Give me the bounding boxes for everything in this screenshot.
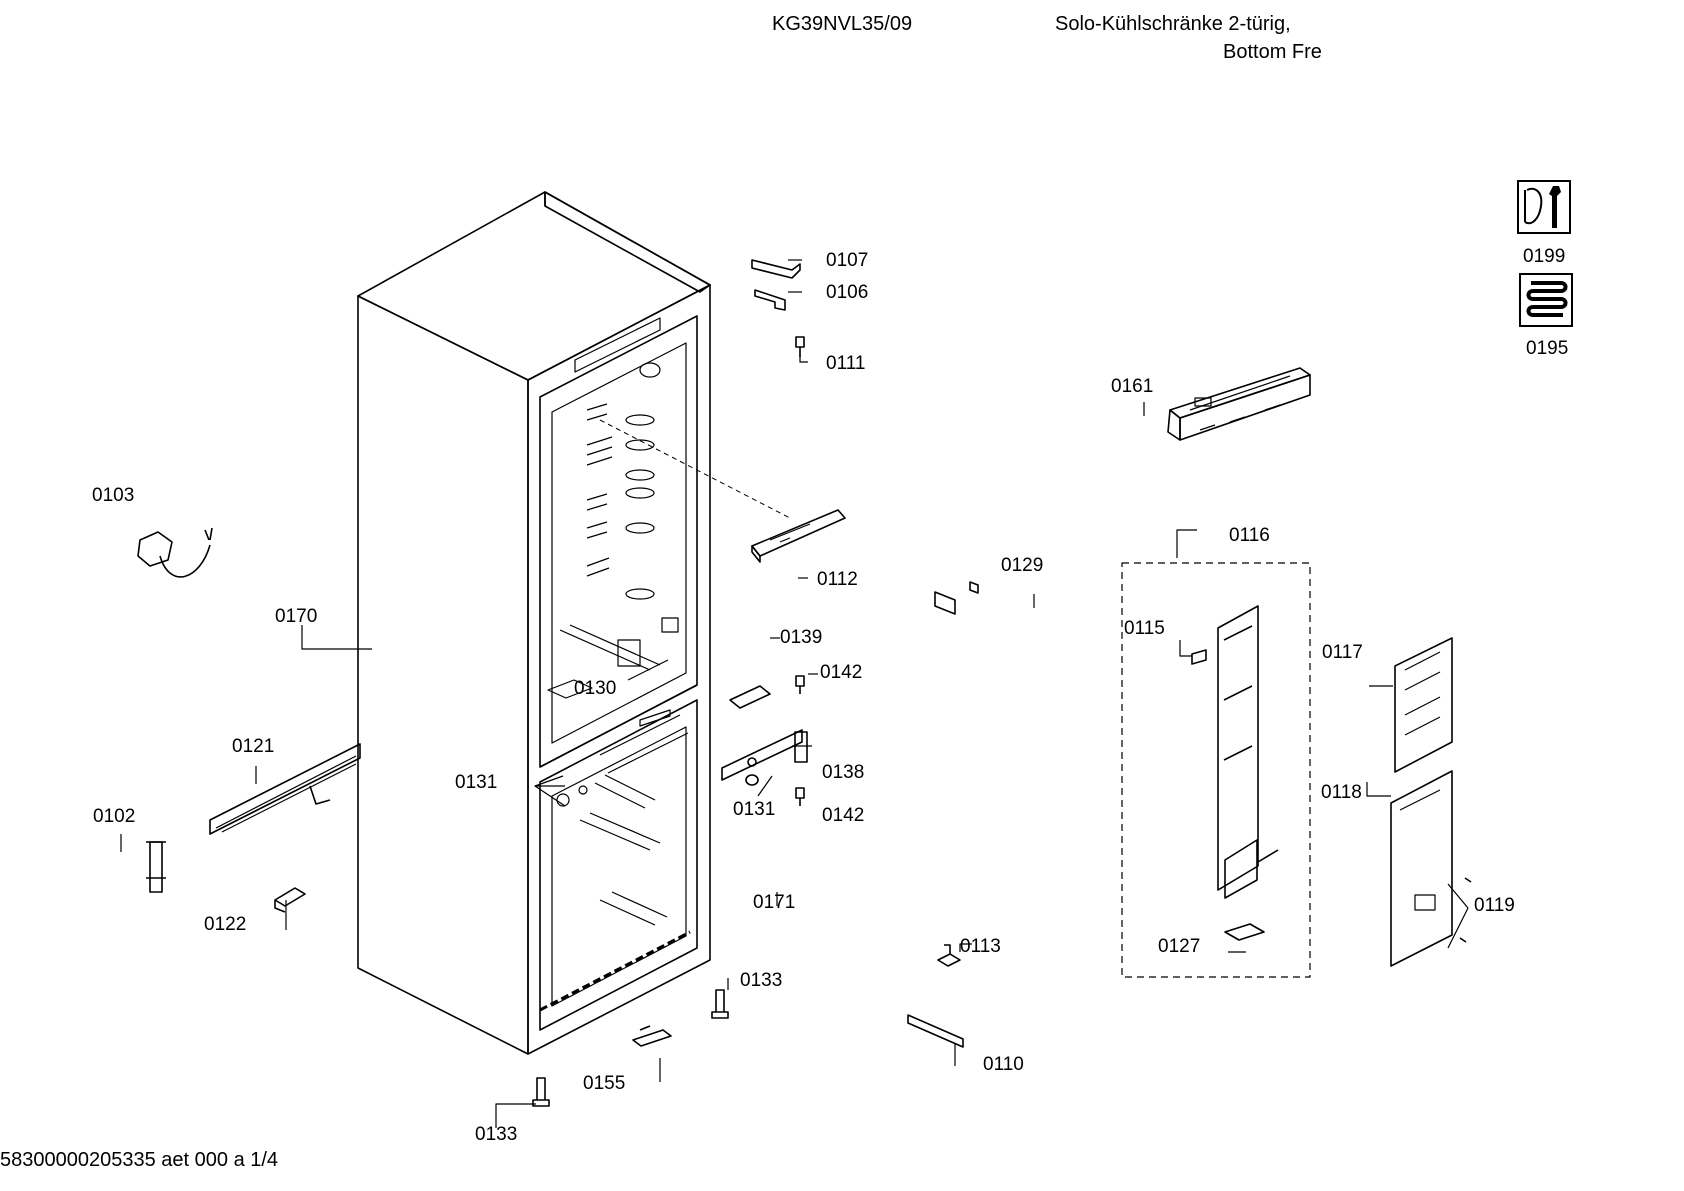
- part-0133-b: [532, 1077, 550, 1107]
- cooling-coil-icon: [1519, 273, 1573, 327]
- part-0106: [754, 289, 786, 311]
- part-0102: [146, 841, 166, 893]
- cabinet-0170: [357, 191, 711, 1055]
- callout-0121: 0121: [232, 736, 275, 757]
- callout-0115: 0115: [1124, 618, 1165, 639]
- part-0112: [751, 509, 846, 557]
- callout-0110: 0110: [983, 1054, 1024, 1075]
- part-0127: [1224, 923, 1265, 941]
- part-0138: [721, 729, 808, 781]
- part-0133-a: [711, 989, 729, 1019]
- part-0110: [907, 1014, 964, 1048]
- callout-0117: 0117: [1322, 642, 1363, 663]
- part-0122: [274, 887, 306, 913]
- callout-0111: 0111: [826, 353, 866, 374]
- description-line-1: Solo-Kühlschränke 2-türig,: [1055, 13, 1291, 35]
- callout-0118: 0118: [1321, 782, 1362, 803]
- callout-0127: 0127: [1158, 936, 1201, 957]
- part-0139: [729, 685, 771, 709]
- document-id: 58300000205335 aet 000 a 1/4: [0, 1149, 279, 1171]
- service-wrench-icon: [1517, 180, 1571, 234]
- part-0131-b: [745, 774, 759, 786]
- callout-0155: 0155: [583, 1073, 626, 1094]
- part-0142-b: [795, 787, 805, 806]
- callout-0131-left: 0131: [455, 772, 498, 793]
- callout-0107: 0107: [826, 250, 869, 271]
- part-0117: [1394, 637, 1453, 773]
- symbol-0199-label: 0199: [1523, 246, 1566, 267]
- part-0129: [934, 581, 979, 615]
- callout-0142-bottom: 0142: [822, 805, 865, 826]
- part-0121: [209, 743, 361, 835]
- part-0119: [1459, 877, 1472, 943]
- part-0107: [751, 259, 801, 279]
- callout-0133-bottom: 0133: [475, 1124, 518, 1145]
- part-0115: [1191, 649, 1207, 665]
- callout-0171: 0171: [753, 892, 796, 913]
- description-line-2: Bottom Fre: [1223, 42, 1322, 58]
- part-0116-duct: [1217, 605, 1279, 899]
- symbol-0195-label: 0195: [1526, 338, 1569, 359]
- callout-0138: 0138: [822, 762, 865, 783]
- model-number: KG39NVL35/09: [772, 13, 913, 35]
- callout-0139: 0139: [780, 627, 823, 648]
- callout-0102: 0102: [93, 806, 136, 827]
- callout-0129: 0129: [1001, 555, 1044, 576]
- callout-0116: 0116: [1229, 525, 1270, 546]
- part-0118: [1390, 770, 1453, 967]
- callout-0103: 0103: [92, 485, 135, 506]
- callout-0112: 0112: [817, 569, 858, 590]
- assembly-box-0116: [1121, 562, 1311, 978]
- callout-0170: 0170: [275, 606, 318, 627]
- part-0113: [937, 944, 961, 967]
- callout-0133-right: 0133: [740, 970, 783, 991]
- part-0161: [1167, 367, 1311, 441]
- callout-0131-right: 0131: [733, 799, 776, 820]
- callout-0106: 0106: [826, 282, 869, 303]
- callout-0142-top: 0142: [820, 662, 863, 683]
- callout-0122: 0122: [204, 914, 247, 935]
- callout-0130: 0130: [574, 678, 617, 699]
- callout-0119: 0119: [1474, 895, 1515, 916]
- part-0155: [632, 1025, 672, 1047]
- part-0103: [137, 527, 213, 578]
- part-0142-a: [795, 675, 805, 694]
- callout-0161: 0161: [1111, 376, 1154, 397]
- callout-0113: 0113: [960, 936, 1001, 957]
